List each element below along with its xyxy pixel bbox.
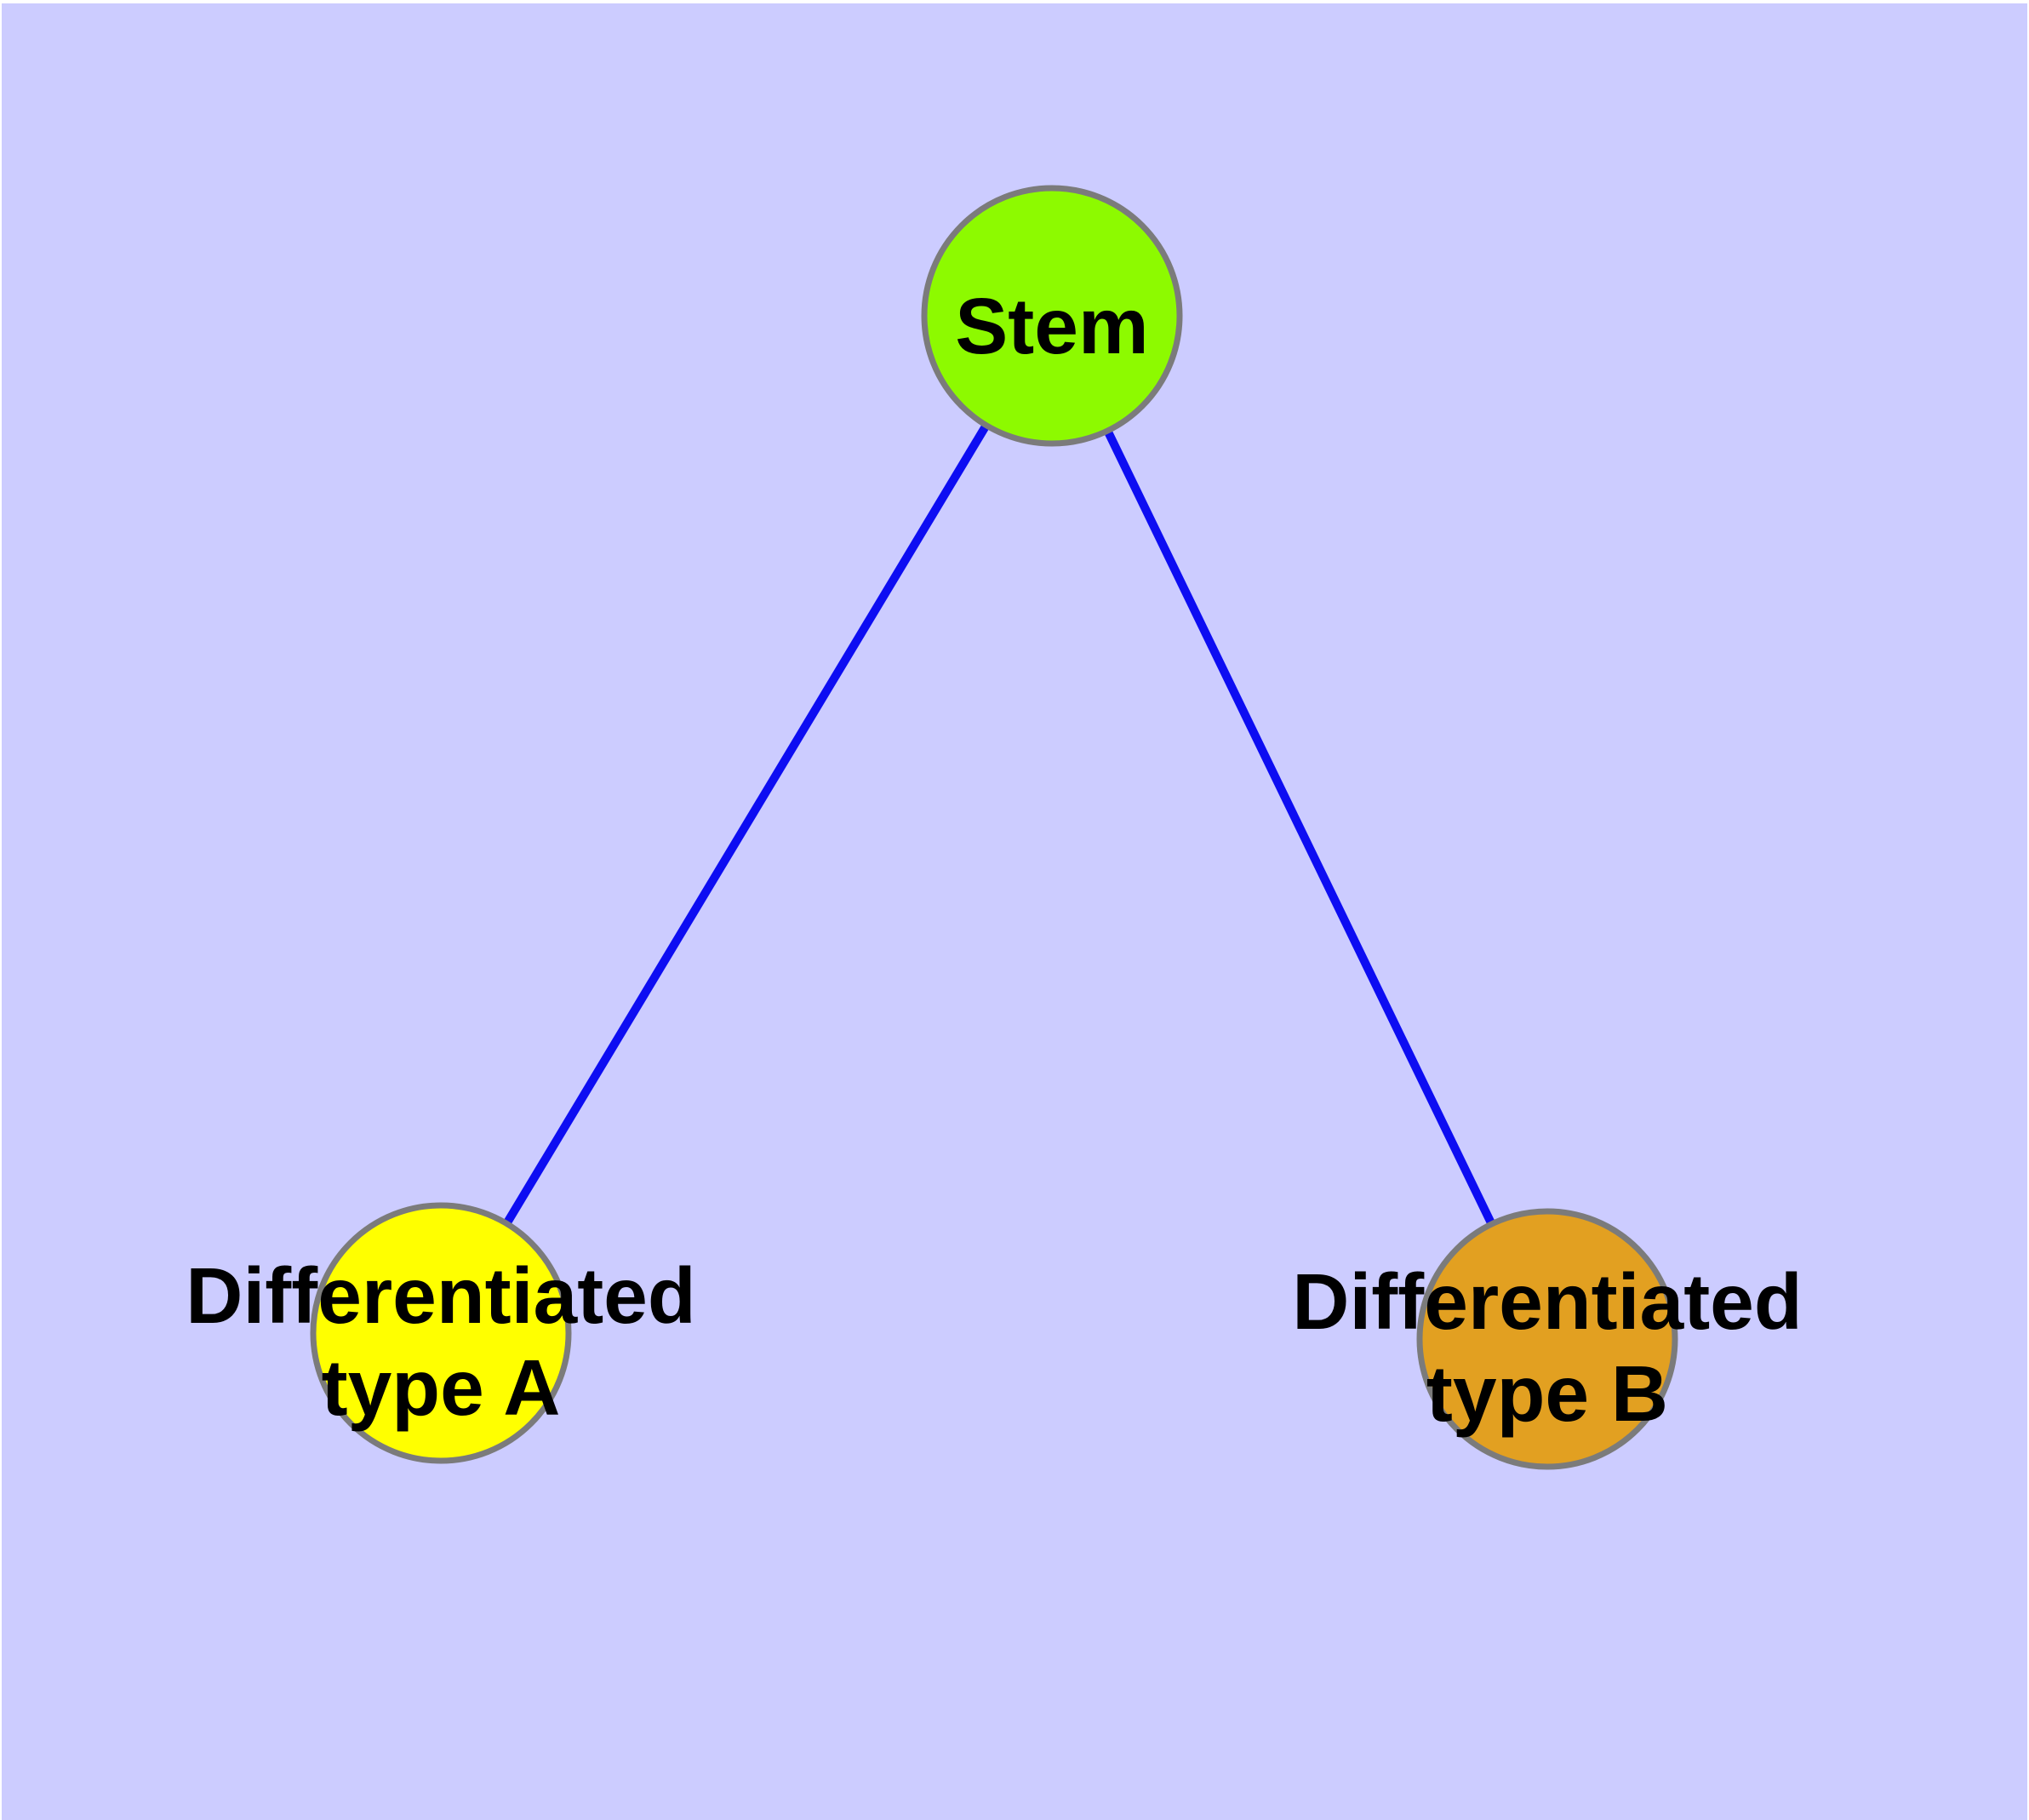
node-differentiated-type-a-circle[interactable]: [310, 1202, 572, 1464]
node-differentiated-type-b-circle[interactable]: [1416, 1208, 1678, 1470]
edge-stem-to-type-b: [1048, 313, 1552, 1342]
node-stem-circle[interactable]: [921, 185, 1183, 447]
edge-stem-to-type-a: [437, 313, 1056, 1336]
